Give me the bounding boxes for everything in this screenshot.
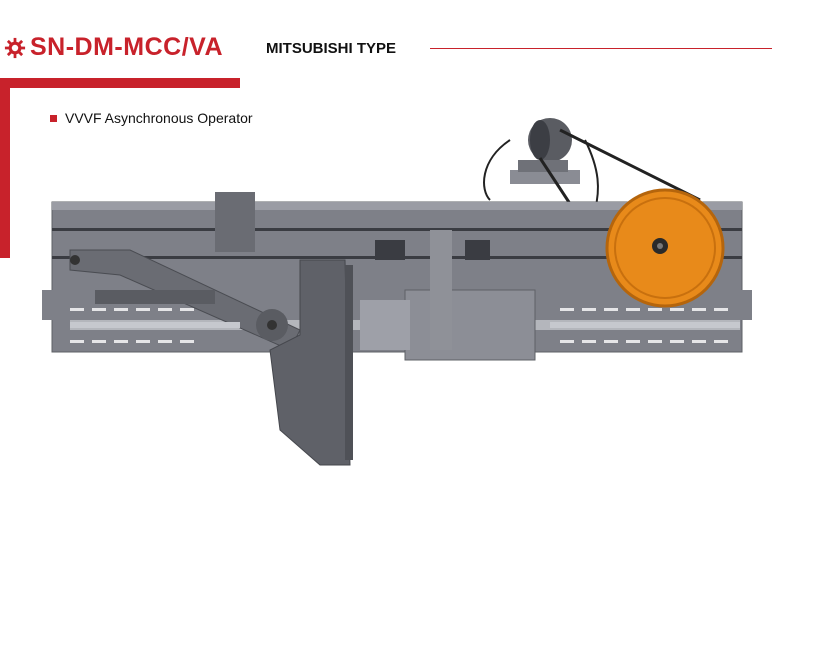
header: SN-DM-MCC/VA MITSUBISHI TYPE	[0, 30, 813, 70]
type-label: MITSUBISHI TYPE	[266, 40, 397, 57]
pulley	[605, 188, 725, 308]
model-title: SN-DM-MCC/VA	[30, 33, 224, 61]
feature-label: VVVF Asynchronous Operator	[65, 110, 253, 126]
square-bullet-icon	[50, 114, 57, 122]
corner-accent-horizontal	[0, 78, 240, 88]
corner-accent-vertical	[0, 78, 10, 258]
feature-item: VVVF Asynchronous Operator	[50, 110, 253, 126]
motor	[510, 118, 580, 184]
header-rule	[430, 48, 772, 49]
door-operator-image	[42, 118, 752, 466]
gear-icon	[4, 37, 26, 59]
